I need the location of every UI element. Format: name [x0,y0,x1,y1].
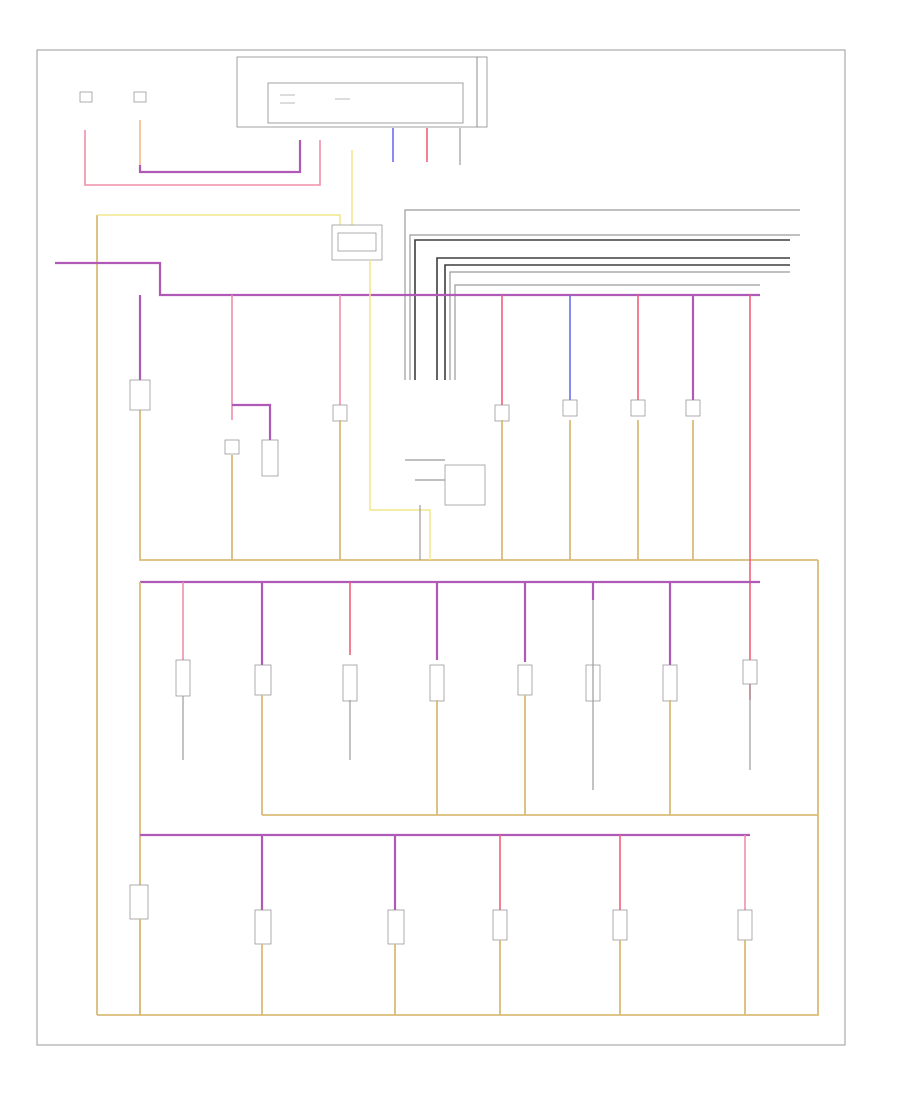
central-control-unit-box [236,56,478,128]
harness-gray-2 [409,234,800,380]
section-3-drops [260,835,746,910]
section-1-components [129,379,701,506]
gold-bus-section-1 [139,380,818,561]
gold-bus-section-3 [97,815,819,1016]
harness-gray-4 [454,284,760,380]
section-2-drops [182,582,672,665]
harness-black-1 [414,239,790,380]
top-module-block [79,56,488,128]
section-1-gold-returns [231,260,694,560]
connector-box [476,56,488,128]
harness-gray-1 [404,209,800,380]
section-3-gold-returns [139,919,746,1015]
module-inner-box [267,82,464,124]
wire-yellow-top [97,214,341,230]
diagram-frame [36,49,846,1046]
section-2-gold-returns [182,600,751,815]
wire-purple-top [138,140,302,174]
section-1-drops [231,295,751,700]
section-3-components [129,884,753,945]
relay-box-inner [337,232,377,252]
wire-pink-top [84,130,321,186]
harness-black-2 [436,257,790,380]
harness-gray-3 [449,271,790,380]
fuse-left-2 [133,91,147,103]
fuse-left-1 [79,91,93,103]
purple-bus-section-1 [55,261,760,297]
harness-black-3 [444,264,790,380]
section-2-components [175,659,758,702]
